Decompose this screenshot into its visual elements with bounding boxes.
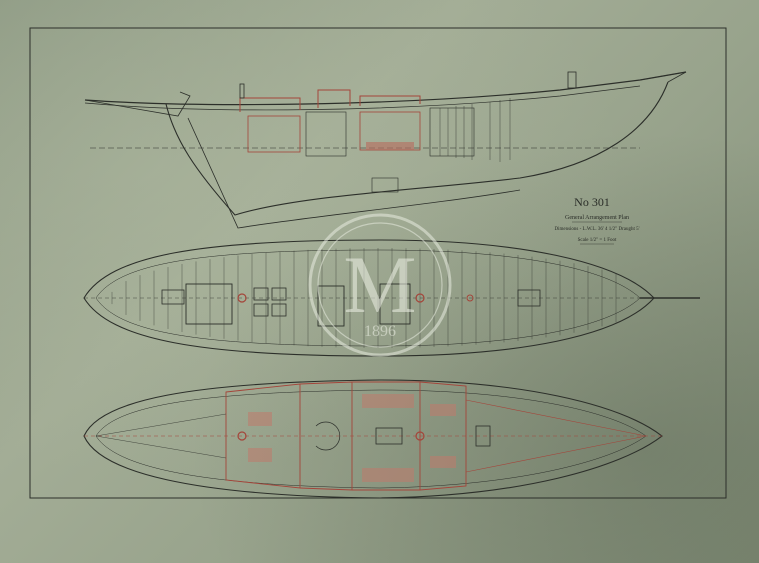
saloon-settee-port [362, 394, 414, 408]
mizzen-mast [237, 293, 247, 303]
keel-line [187, 117, 521, 229]
deck-line [84, 85, 641, 111]
stove [475, 425, 491, 447]
mizzen-mast-plan [237, 431, 247, 441]
watermark-year: 1896 [364, 323, 396, 340]
saloon-table [375, 427, 403, 445]
saloon-settee-starboard [362, 468, 414, 482]
main-mast [415, 293, 425, 303]
saloon-skylight [379, 283, 411, 325]
hull-underbody [165, 81, 669, 216]
lead-ballast-box [371, 177, 399, 193]
companion-area [299, 381, 353, 491]
companion-stair [315, 421, 341, 451]
cabin-trunk-forward [359, 95, 421, 106]
title-block: No 301 General Arrangement Plan Dimensio… [554, 195, 640, 245]
watermark-ring [308, 213, 452, 357]
cockpit [185, 283, 233, 325]
skylight-1 [253, 287, 269, 301]
forecastle-berth-lines [465, 399, 647, 473]
aft-berth-starboard [248, 448, 272, 462]
mast-step [239, 83, 245, 99]
skylight-4 [271, 303, 287, 317]
saloon-settee [366, 142, 414, 150]
counter-stern [84, 91, 191, 117]
skylight-3 [253, 303, 269, 317]
skylight-2 [271, 287, 287, 301]
stove-chimney [567, 71, 577, 89]
main-mast-plan [415, 431, 425, 441]
drawing-title: General Arrangement Plan [565, 215, 629, 221]
aft-locker-lines [95, 413, 227, 459]
deck-fitting [466, 294, 474, 302]
aft-berth-port [248, 412, 272, 426]
forward-berth-port [430, 404, 456, 416]
aft-hatch [161, 289, 185, 305]
saloon [352, 381, 421, 491]
bow [639, 71, 687, 83]
watermark-letter: M [344, 239, 417, 330]
side-profile-view [84, 71, 687, 229]
companion-ladder [305, 111, 347, 157]
dimensions-line: Dimensions - L.W.L. 36' 4 1/2" Draught 5… [554, 227, 639, 232]
fore-hatch [517, 289, 541, 307]
accommodation-plan-view [83, 379, 663, 499]
forward-cabin [419, 381, 467, 491]
embossed-watermark: M 1896 [308, 213, 452, 357]
watermark-inner-ring [317, 222, 443, 348]
hull-frames [439, 98, 511, 162]
companion-way [317, 285, 345, 327]
forecastle-bulkhead [429, 107, 475, 157]
sheer-line [84, 71, 687, 106]
companion-hatch [317, 89, 351, 108]
drawing-number: No 301 [574, 195, 610, 209]
aft-cabin-panels [247, 115, 301, 153]
forward-berth-starboard [430, 456, 456, 468]
scale-line: Scale 1/2" = 1 Foot [578, 238, 617, 243]
cabin-trunk-aft [239, 97, 301, 112]
